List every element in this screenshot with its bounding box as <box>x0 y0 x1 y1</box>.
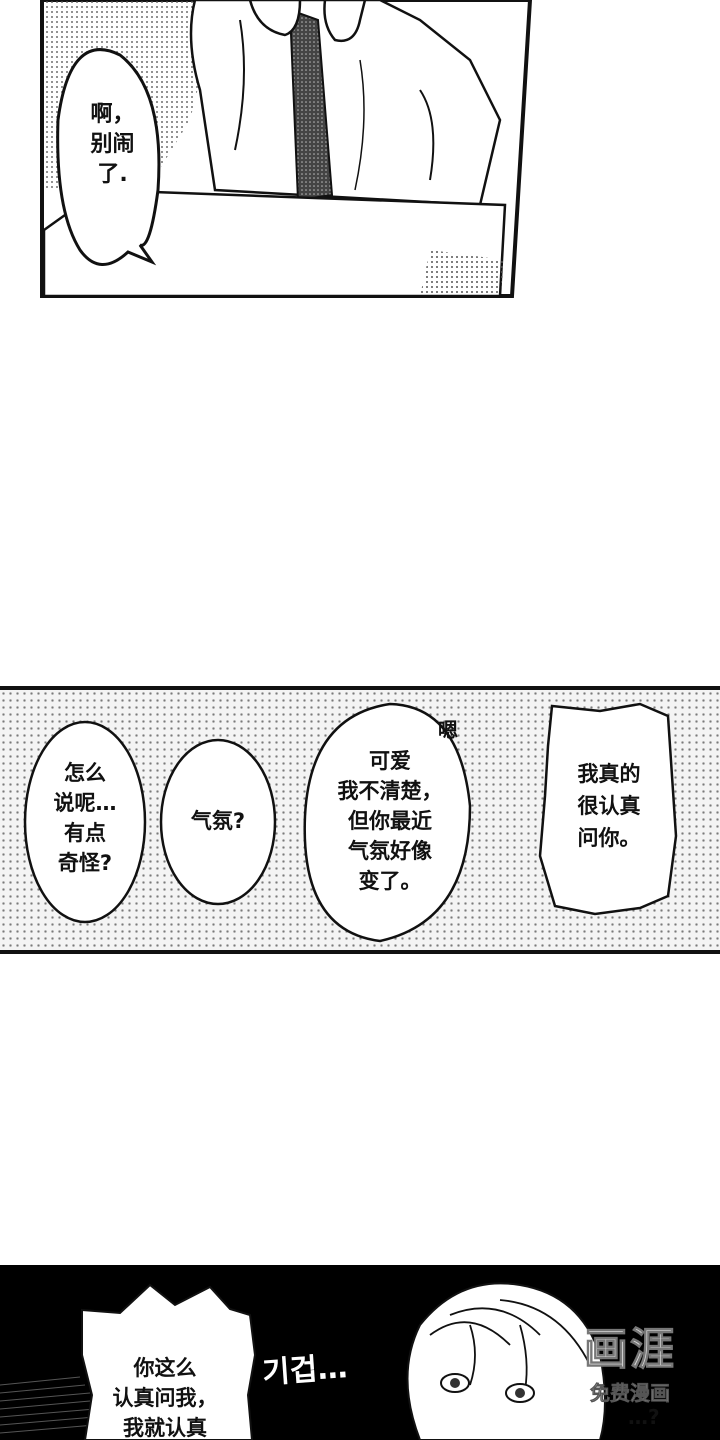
speech-bubble-2: 气氛? <box>168 806 268 836</box>
bubble-line: 变了。 <box>358 869 422 893</box>
top-panel: 啊， 别闹 了. <box>0 0 720 300</box>
bubble-line: 啊， <box>90 102 135 127</box>
bubble-line: 气氛? <box>190 809 246 833</box>
top-panel-artwork <box>40 0 533 298</box>
sfx-hmm: 嗯 <box>438 718 458 742</box>
bubble-line: 我就认真 <box>123 1416 207 1440</box>
bubble-line: 问你。 <box>577 826 641 850</box>
bubble-line: 别闹 <box>90 132 135 157</box>
watermark-title: 画涯 <box>584 1324 676 1376</box>
bottom-panel: 你这么 认真问我， 我就认真 기겁… …? 画涯 免费漫画 <box>0 1265 720 1440</box>
watermark-logo: 画涯 免费漫画 <box>565 1313 695 1406</box>
bottom-panel-artwork <box>0 1282 720 1440</box>
bubble-line: 认真问我， <box>112 1386 218 1410</box>
speech-bubble-3: 可爱 我不清楚， 但你最近 气氛好像 变了。 <box>315 746 465 896</box>
bubble-line: 气氛好像 <box>348 839 432 863</box>
bubble-line: 很认真 <box>577 794 641 818</box>
watermark-subtitle: 免费漫画 <box>590 1381 671 1406</box>
bubble-line: 怎么 <box>64 761 106 785</box>
bubble-line: 你这么 <box>133 1356 197 1380</box>
sfx-startled: 기겁… <box>261 1350 349 1391</box>
bubble-line: 了. <box>97 162 128 187</box>
bubble-line: 我不清楚， <box>337 779 443 803</box>
speech-bubble-bottom: 你这么 认真问我， 我就认真 <box>90 1353 240 1440</box>
middle-panel-bubbles <box>23 702 678 943</box>
bubble-line: 有点 <box>64 821 106 845</box>
bubble-line: 奇怪? <box>57 851 113 875</box>
bubble-line: 说呢… <box>53 791 117 815</box>
speech-bubble-top: 啊， 别闹 了. <box>70 100 155 190</box>
bubble-line: 我真的 <box>577 762 641 786</box>
speech-bubble-4: 我真的 很认真 问你。 <box>553 758 665 854</box>
speech-bubble-1: 怎么 说呢… 有点 奇怪? <box>35 758 135 878</box>
middle-panel: 怎么 说呢… 有点 奇怪? 气氛? 可爱 我不清楚， 但你最近 气氛好像 变了。… <box>0 686 720 954</box>
bubble-line: 但你最近 <box>348 809 432 833</box>
bubble-line: 可爱 <box>369 749 411 773</box>
small-question: …? <box>628 1405 660 1429</box>
